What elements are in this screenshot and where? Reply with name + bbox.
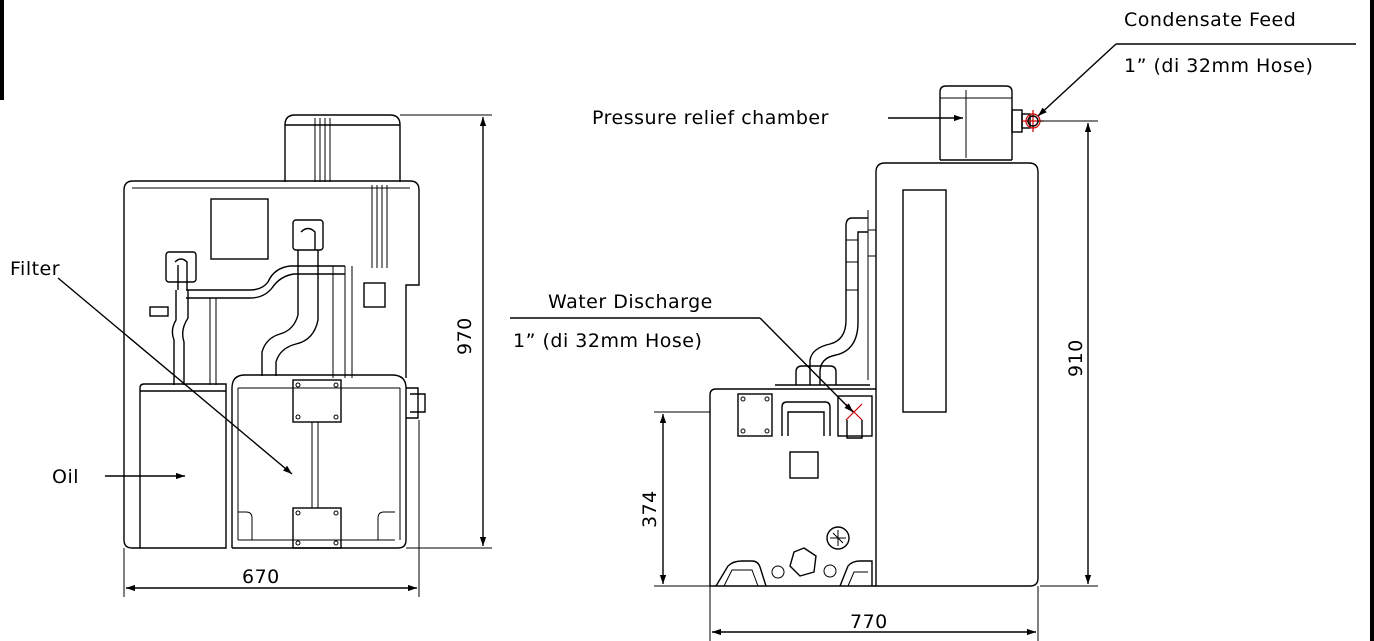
dimension-670: 670: [123, 420, 420, 597]
condensate-feed-hose-label: 1” (di 32mm Hose): [1124, 55, 1313, 77]
front-motor-block: [284, 114, 401, 182]
side-lower-base: [709, 388, 876, 587]
filter-label: Filter: [10, 258, 60, 280]
oil-label: Oil: [52, 466, 79, 488]
pressure-relief-callout: Pressure relief chamber: [592, 107, 963, 129]
water-discharge-label: Water Discharge: [548, 291, 713, 313]
front-upper-housing: [123, 180, 420, 549]
dimension-374: 374: [639, 411, 710, 587]
front-pipes: [165, 219, 324, 385]
side-main-body: [867, 162, 1039, 587]
condensate-feed-label: Condensate Feed: [1124, 9, 1296, 31]
dimension-374-label: 374: [639, 490, 661, 528]
front-lower-tanks: [139, 374, 426, 549]
side-pressure-chamber: [939, 85, 1031, 161]
front-view: Filter Oil 970 670: [10, 114, 492, 597]
condensate-feed-callout: Condensate Feed 1” (di 32mm Hose): [1037, 9, 1356, 117]
dimension-970-label: 970: [454, 317, 476, 355]
filter-leader-arrow: [57, 277, 293, 475]
dimension-770-label: 770: [850, 611, 888, 633]
dimension-910-label: 910: [1065, 339, 1087, 377]
side-pipe: [775, 217, 870, 386]
water-discharge-callout: Water Discharge 1” (di 32mm Hose): [510, 291, 854, 413]
dimension-910: 910: [1040, 120, 1098, 587]
pressure-relief-label: Pressure relief chamber: [592, 107, 829, 129]
side-view: Water Discharge 1” (di 32mm Hose) Pressu…: [510, 9, 1356, 641]
dimension-770: 770: [709, 586, 1039, 641]
dimension-670-label: 670: [242, 566, 280, 588]
dimension-970: 970: [400, 114, 492, 549]
water-discharge-hose-label: 1” (di 32mm Hose): [513, 330, 702, 352]
